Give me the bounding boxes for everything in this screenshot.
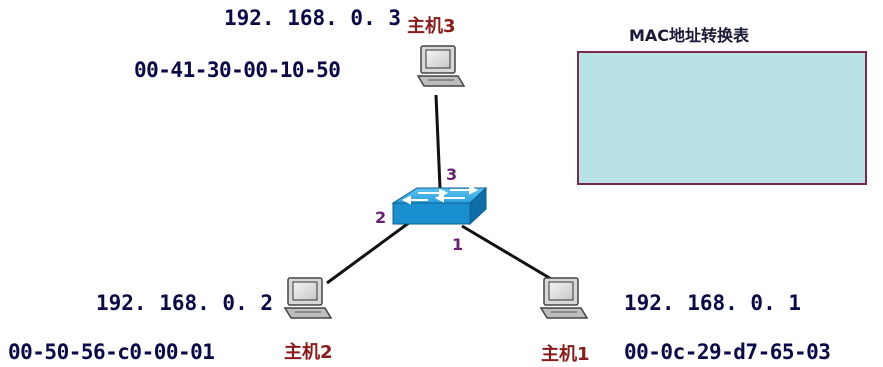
link-host2-switch	[326, 220, 411, 285]
computer-icon[interactable]	[416, 45, 466, 87]
host1-mac: 00-0c-29-d7-65-03	[624, 340, 831, 364]
host3-mac: 00-41-30-00-10-50	[134, 58, 341, 82]
host1-label: 主机1	[541, 344, 590, 365]
host2-ip: 192. 168. 0. 2	[96, 291, 274, 315]
computer-icon[interactable]	[539, 277, 589, 319]
host3-ip: 192. 168. 0. 3	[224, 6, 402, 30]
host2-mac: 00-50-56-c0-00-01	[8, 340, 215, 364]
link-host1-switch	[461, 224, 559, 285]
mac-table-title: MAC地址转换表	[629, 26, 750, 45]
host3-label: 主机3	[407, 16, 456, 37]
port-2-label: 2	[375, 208, 387, 227]
mac-table	[577, 51, 867, 185]
switch-icon[interactable]	[391, 185, 488, 226]
host2-label: 主机2	[284, 342, 333, 363]
link-host3-switch	[434, 94, 442, 189]
computer-icon[interactable]	[283, 277, 333, 319]
host1-ip: 192. 168. 0. 1	[624, 291, 802, 315]
port-1-label: 1	[452, 235, 464, 254]
port-3-label: 3	[446, 165, 458, 184]
